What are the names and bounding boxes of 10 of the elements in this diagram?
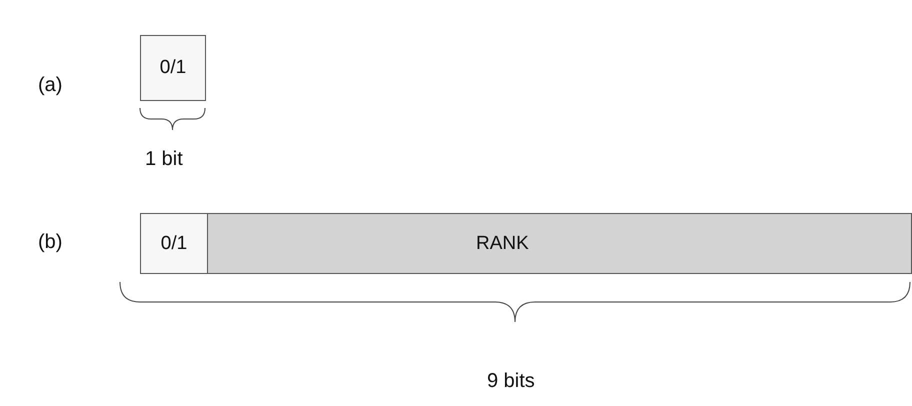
- field-label: 0/1: [160, 232, 188, 254]
- panel-label: (b): [38, 231, 62, 254]
- bit-width-label: 1 bit: [145, 148, 183, 171]
- panel-label: (a): [38, 74, 62, 97]
- field-label: 0/1: [160, 57, 186, 79]
- bit-cell: [140, 35, 206, 101]
- bit-width-label: 9 bits: [487, 370, 535, 393]
- rank-field: [207, 213, 912, 274]
- bit-cell: [140, 213, 208, 274]
- field-label: RANK: [476, 232, 529, 254]
